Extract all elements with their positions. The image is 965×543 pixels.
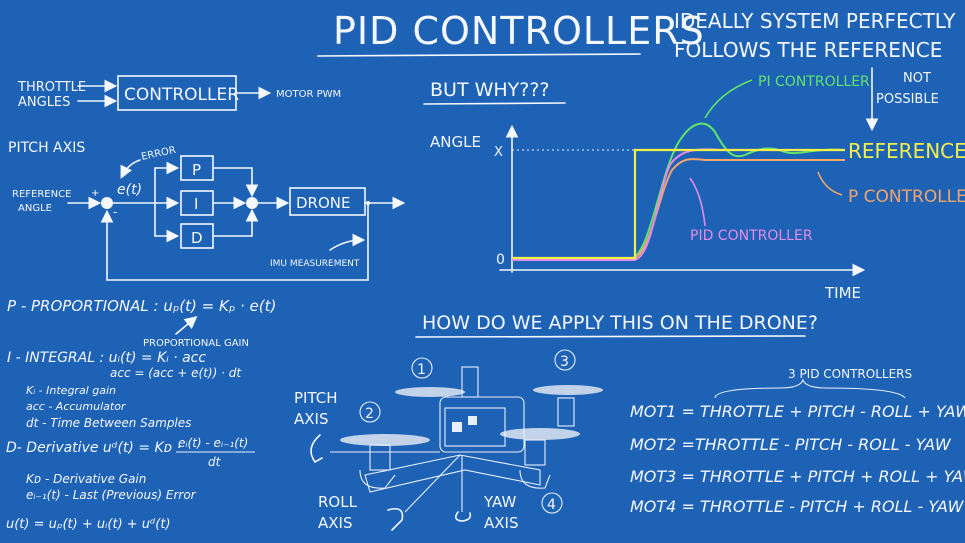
possible-label: POSSIBLE [876, 92, 939, 107]
total-output-formula: u(t) = uₚ(t) + uᵢ(t) + uᵈ(t) [6, 517, 171, 532]
proportional-gain-label: PROPORTIONAL GAIN [143, 338, 249, 349]
roll-axis-label-2: AXIS [318, 514, 352, 532]
last-error-def: eᵢ₋₁(t) - Last (Previous) Error [26, 488, 197, 502]
reference-curve [512, 148, 845, 260]
motor-4-equation: MOT4 = THROTTLE - PITCH + ROLL - YAW [630, 497, 965, 516]
pitch-axis-heading: PITCH AXIS [8, 140, 85, 156]
title-underline [317, 53, 641, 57]
p-label: P [192, 161, 201, 179]
pi-curve [512, 122, 846, 260]
controller-label: CONTROLLER [124, 85, 239, 105]
propeller-icon [340, 385, 603, 446]
motor-2-label: 2 [365, 406, 374, 422]
pid-controllers-heading: 3 PID CONTROLLERS [788, 367, 912, 381]
response-graph: BUT WHY??? ANGLE X 0 TIME PI CONTROLLER … [423, 67, 965, 302]
plus-sign: + [91, 188, 99, 199]
motor-1-equation: MOT1 = THROTTLE + PITCH - ROLL + YAW [630, 402, 965, 421]
ideal-note-line2: FOLLOWS THE REFERENCE [674, 38, 942, 62]
zero-tick-label: 0 [496, 252, 505, 268]
derivative-gain-def: Kᴅ - Derivative Gain [26, 472, 146, 486]
motor-pwm-label: MOTOR PWM [276, 89, 341, 100]
p-curve [512, 158, 845, 259]
pitch-loop-diagram: PITCH AXIS ERROR e(t) REFERENCE ANGLE + … [8, 140, 406, 281]
pi-label: PI CONTROLLER [758, 74, 870, 90]
error-symbol: e(t) [117, 182, 142, 198]
page-title: PID CONTROLLERS [333, 9, 705, 53]
minus-sign: - [113, 205, 117, 219]
integral-formula: I - INTEGRAL : uᵢ(t) = Kᵢ · aᴄᴄ [7, 350, 206, 366]
motor-2-equation: MOT2 =THROTTLE - PITCH - ROLL - YAW [630, 435, 952, 454]
reference-label: REFERENCE [12, 189, 71, 200]
reference-curve-label: REFERENCE [848, 139, 965, 163]
pitch-axis-label-2: AXIS [294, 410, 328, 428]
summing-junction-2 [246, 197, 258, 209]
roll-rotation-icon [387, 507, 404, 531]
overview-diagram: THROTTLE ANGLES CONTROLLER MOTOR PWM [17, 75, 341, 111]
throttle-label: THROTTLE [17, 80, 86, 95]
drone-block [289, 187, 366, 216]
angles-label: ANGLES [18, 95, 70, 110]
pid-curve-label: PID CONTROLLER [690, 228, 813, 244]
apply-heading: HOW DO WE APPLY THIS ON THE DRONE? [422, 312, 818, 334]
derivative-numerator: eᵢ(t) - eᵢ₋₁(t) [178, 436, 248, 450]
roll-axis-label: ROLL [318, 493, 358, 511]
x-tick-label: X [494, 145, 503, 160]
yaw-axis-label-2: AXIS [484, 514, 518, 532]
imu-label: IMU MEASUREMENT [270, 259, 360, 269]
motor-1-label: 1 [417, 362, 426, 378]
proportional-formula: P - PROPORTIONAL : uₚ(t) = Kₚ · e(t) [7, 297, 276, 315]
ideal-note-line1: IDEALLY SYSTEM PERFECTLY [674, 9, 956, 33]
derivative-denominator: dt [208, 455, 222, 469]
motor-4-label: 4 [547, 497, 556, 513]
motor-3-equation: MOT3 = THROTTLE + PITCH + ROLL + YAW [630, 467, 965, 486]
motor-3-label: 3 [560, 354, 569, 370]
time-axis-label: TIME [824, 284, 861, 302]
but-why-heading: BUT WHY??? [430, 79, 550, 101]
dt-def: dt - Time Between Samples [26, 416, 191, 430]
p-curve-label: P CONTROLLER [848, 187, 965, 207]
integral-gain-def: Kᵢ - Integral gain [26, 384, 116, 397]
not-label: NOT [903, 71, 931, 86]
error-label: ERROR [140, 145, 177, 163]
angle-axis-label: ANGLE [430, 133, 481, 151]
formulas: P - PROPORTIONAL : uₚ(t) = Kₚ · e(t) PRO… [6, 297, 276, 532]
motor-mixer: 3 PID CONTROLLERS MOT1 = THROTTLE + PITC… [630, 367, 965, 516]
yaw-rotation-icon [454, 511, 472, 522]
drone-label: DRONE [296, 194, 350, 212]
drone-sketch: 1 2 3 4 PITCH AXIS ROLL AXIS YAW AXIS [294, 349, 603, 532]
yaw-axis-label: YAW [483, 493, 516, 511]
accumulator-formula: aᴄᴄ = (aᴄᴄ + e(t)) · dt [110, 366, 242, 380]
d-label: D [191, 229, 203, 247]
derivative-formula: D- Derivative uᵈ(t) = Kᴅ · [6, 440, 181, 456]
i-label: I [194, 195, 198, 213]
angle-label: ANGLE [18, 203, 52, 214]
pitch-rotation-icon [310, 434, 323, 464]
pitch-axis-label: PITCH [294, 389, 338, 407]
accumulator-def: aᴄᴄ - Accumulator [26, 400, 127, 413]
summing-junction [101, 197, 113, 209]
